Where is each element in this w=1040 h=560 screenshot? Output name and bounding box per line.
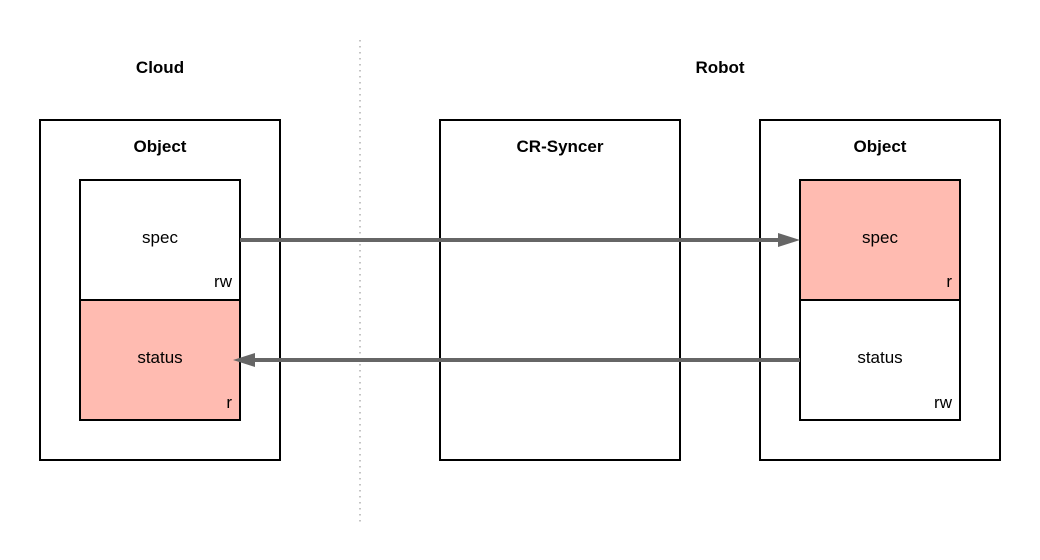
syncer-box: [439, 119, 681, 461]
robot-status-access: rw: [934, 393, 952, 412]
robot-spec-field: [799, 179, 961, 301]
status-sync-arrowhead: [233, 353, 255, 367]
cloud-spec-label: spec: [142, 228, 178, 247]
cloud-status-field: [79, 299, 241, 421]
cloud-object-title: Object: [133, 137, 187, 156]
robot-status-label: status: [857, 348, 903, 367]
cloud-status-label: status: [137, 348, 183, 367]
cloud-spec-field: [79, 179, 241, 301]
region-label-cloud: Cloud: [135, 58, 185, 77]
region-label-robot: Robot: [695, 58, 745, 77]
robot-spec-access: r: [946, 272, 952, 291]
cloud-status-access: r: [226, 393, 232, 412]
spec-sync-arrowhead: [778, 233, 800, 247]
robot-object-title: Object: [853, 137, 907, 156]
cloud-spec-access: rw: [214, 272, 232, 291]
syncer-title: CR-Syncer: [516, 137, 604, 156]
robot-spec-label: spec: [862, 228, 898, 247]
